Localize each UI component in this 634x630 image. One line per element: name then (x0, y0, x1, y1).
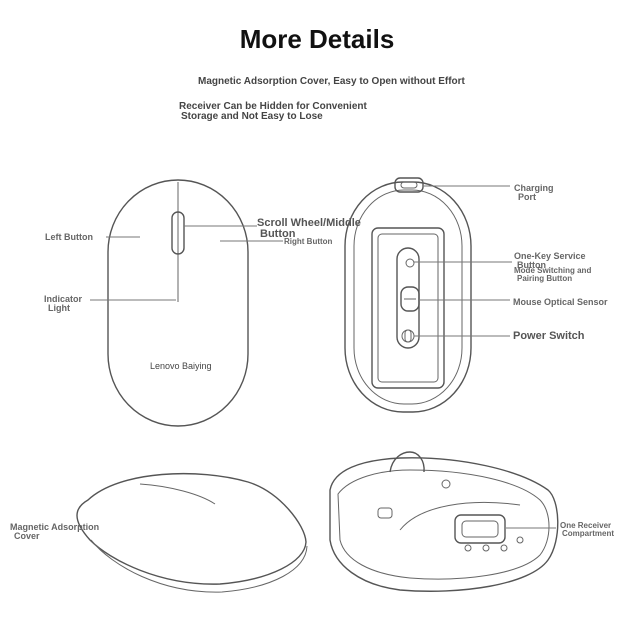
mouse-top-view (107, 179, 249, 427)
subtitle-receiver-line2: Storage and Not Easy to Lose (181, 111, 323, 122)
brand-logo-text: Lenovo Baiying (150, 361, 212, 371)
subtitle-magnetic-cover: Magnetic Adsorption Cover, Easy to Open … (198, 76, 465, 87)
mouse-bottom-view (344, 177, 472, 413)
magnetic-cover-drawing (76, 472, 308, 593)
label-one-key-line1: One-Key Service (514, 251, 586, 261)
open-mouse-drawing (329, 451, 559, 592)
label-right-button: Right Button (284, 237, 333, 246)
label-mode-line2: Pairing Button (517, 274, 573, 283)
subtitle-receiver-line1: Receiver Can be Hidden for Convenient (179, 101, 367, 112)
label-scroll-wheel-line2: Button (260, 228, 296, 240)
label-indicator-line1: Indicator (44, 294, 83, 304)
label-receiver-line2: Compartment (562, 529, 615, 538)
label-indicator-line2: Light (48, 303, 70, 313)
label-receiver-line1: One Receiver (560, 521, 612, 530)
label-optical-sensor: Mouse Optical Sensor (513, 297, 608, 307)
label-charging-line2: Port (518, 192, 536, 202)
page-title: More Details (239, 24, 395, 54)
label-charging-line1: Charging (514, 183, 554, 193)
leader-lines (90, 185, 556, 529)
label-magnetic-cover-line2: Cover (14, 531, 40, 541)
label-mode-line1: Mode Switching and (514, 266, 592, 275)
label-magnetic-cover-line1: Magnetic Adsorption (10, 522, 100, 532)
label-scroll-wheel-line1: Scroll Wheel/Middle (257, 217, 361, 229)
label-one-key-line2: Button (517, 260, 546, 270)
label-left-button: Left Button (45, 232, 93, 242)
label-power-switch: Power Switch (513, 330, 585, 342)
